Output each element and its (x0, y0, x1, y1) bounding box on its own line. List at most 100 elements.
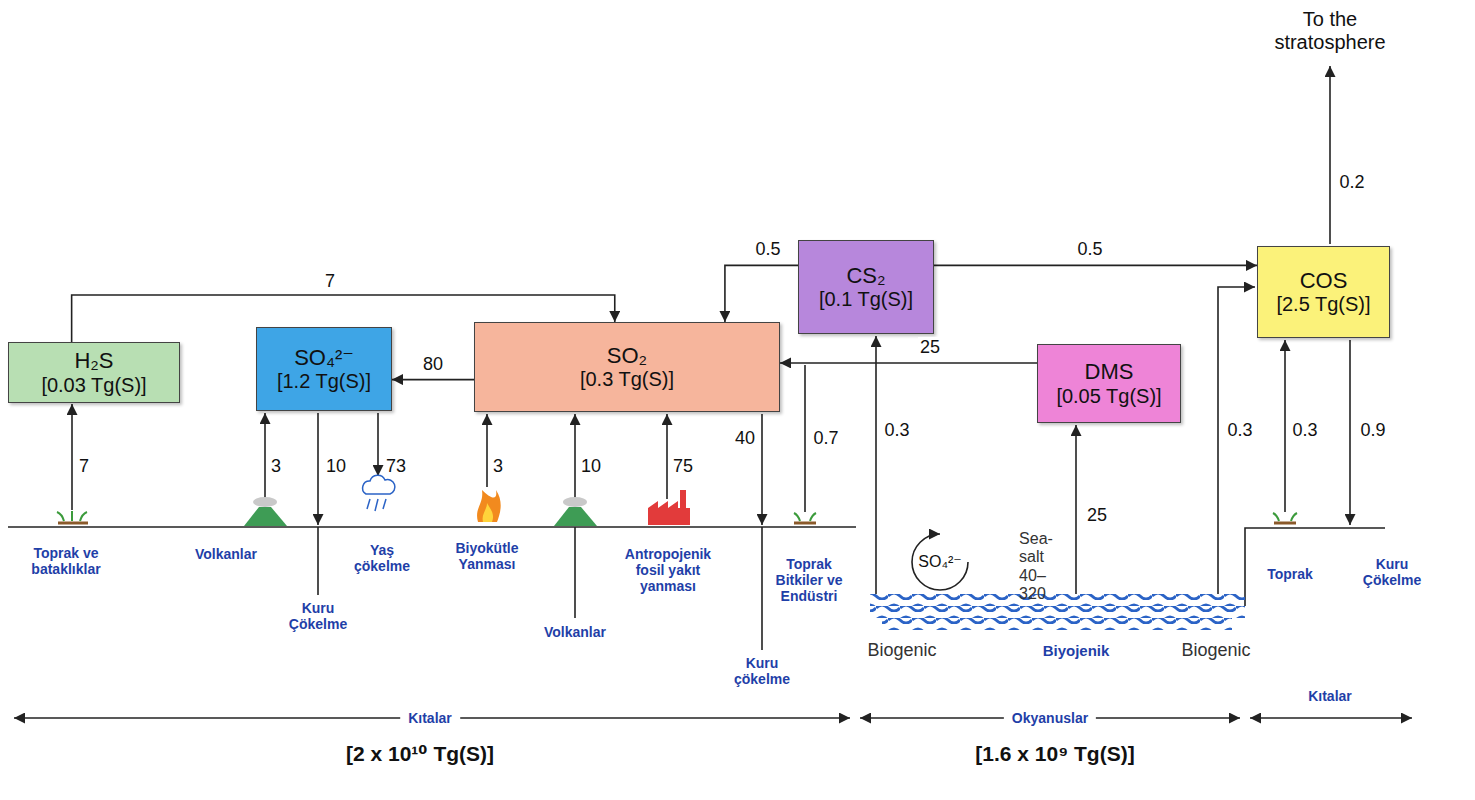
flux-arrow (666, 414, 668, 499)
destination-label: To the stratosphere (1265, 8, 1395, 54)
plant-icon (1273, 513, 1297, 521)
source-label: Biogenic (1181, 640, 1250, 661)
flux-value: 73 (386, 456, 406, 477)
region-label: Kıtalar (400, 709, 460, 727)
flux-connector (934, 265, 1257, 267)
flux-arrow (1218, 287, 1255, 594)
volcano-icon (244, 497, 597, 526)
fire-icon (483, 503, 493, 522)
species-box: H₂S[0.03 Tg(S)] (8, 342, 180, 403)
flux-value: 25 (1087, 505, 1107, 526)
ground-line (1245, 528, 1385, 606)
separator-line (317, 527, 319, 595)
volcano-icon (554, 507, 597, 526)
sink-label: Kuru Çökelme (280, 600, 356, 632)
range-arrows (14, 717, 1412, 719)
flux-value: Sea- salt 40–320 (1019, 530, 1053, 604)
source-label: Toprak (1267, 566, 1313, 582)
soil-icon (58, 522, 88, 525)
flux-arrow (875, 336, 877, 594)
species-name: H₂S (74, 348, 113, 373)
region-label: Kıtalar (1308, 688, 1352, 704)
sink-label: Kuru çökelme (724, 655, 800, 687)
flux-arrows (72, 66, 1350, 594)
rain-lines (367, 499, 386, 511)
flux-connector (725, 265, 798, 322)
sink-label: Kuru Çökelme (1355, 556, 1429, 588)
flux-arrow (1329, 66, 1331, 244)
species-box: CS₂[0.1 Tg(S)] (798, 240, 934, 334)
smoke-cloud (253, 497, 277, 507)
flux-value: 10 (581, 456, 601, 477)
flux-connector (780, 362, 1037, 364)
flux-arrow (1075, 425, 1077, 594)
rain-cloud-icon (363, 475, 395, 511)
factory-icon (648, 490, 690, 525)
flux-value: 80 (421, 354, 445, 375)
flux-arrow (377, 413, 379, 476)
flux-value: 0.5 (753, 239, 782, 260)
species-box: SO₄²⁻[1.2 Tg(S)] (256, 327, 392, 411)
burden-value: [2.5 Tg(S)] (1276, 293, 1370, 316)
ocean-waves (870, 606, 1245, 618)
plant-icon (794, 513, 816, 521)
flux-arrow (317, 413, 319, 525)
flux-connector (392, 379, 474, 381)
reservoir-value: [1.6 x 10⁹ Tg(S)] (975, 742, 1134, 766)
source-label: Biyojenik (1043, 642, 1110, 659)
flux-value: 0.3 (884, 420, 909, 441)
flux-value: 0.3 (1227, 420, 1252, 441)
volcano-icon (244, 507, 287, 526)
factory-chimney (680, 490, 686, 508)
flux-value: 0.7 (813, 428, 838, 449)
species-label: SO₄²⁻ (918, 553, 961, 571)
region-label: Okyanuslar (1004, 709, 1096, 727)
source-label: Volkanlar (195, 546, 257, 562)
flux-value: 7 (323, 271, 337, 292)
plant-icon (57, 511, 87, 521)
ground-line (8, 526, 856, 528)
flux-value: 0.5 (1075, 239, 1104, 260)
fire-icon (477, 490, 501, 522)
reservoir-value: [2 x 10¹⁰ Tg(S)] (346, 742, 494, 766)
species-name: SO₂ (607, 343, 647, 368)
species-box: DMS[0.05 Tg(S)] (1037, 344, 1181, 423)
flux-value: 40 (735, 428, 755, 449)
burden-value: [0.05 Tg(S)] (1056, 385, 1161, 408)
ocean-waves (870, 594, 1245, 630)
flux-value: 0.9 (1360, 420, 1385, 441)
burden-value: [0.03 Tg(S)] (41, 374, 146, 397)
species-box: COS[2.5 Tg(S)] (1257, 246, 1390, 338)
flux-value: 75 (673, 456, 693, 477)
smoke-cloud (563, 497, 587, 507)
flux-line (804, 365, 806, 512)
soil-icon (794, 522, 816, 525)
source-label: Biogenic (867, 640, 936, 661)
flux-arrow (574, 414, 576, 499)
soil-icon (1274, 522, 1296, 525)
burden-value: [0.3 Tg(S)] (580, 368, 674, 391)
flux-value: 25 (918, 337, 942, 358)
burden-value: [0.1 Tg(S)] (819, 288, 913, 311)
flux-value: 3 (493, 456, 503, 477)
flux-arrow (761, 414, 763, 525)
range-arrow (1250, 717, 1412, 719)
separator-line (574, 527, 576, 618)
flux-value: 3 (271, 456, 281, 477)
sink-label: Yaş çökelme (348, 542, 416, 574)
source-label: Biyokütle Yanması (444, 540, 530, 572)
burden-value: [1.2 Tg(S)] (277, 370, 371, 393)
flux-arrow (1349, 340, 1351, 525)
ocean-waves (882, 618, 1232, 630)
flux-arrow (486, 414, 488, 487)
flux-value: 0.2 (1339, 172, 1364, 193)
ground-line (8, 527, 1385, 650)
flux-value: 10 (326, 456, 346, 477)
flux-value: 7 (79, 456, 89, 477)
flux-arrow (1284, 340, 1286, 512)
species-name: COS (1300, 268, 1348, 293)
flux-value: 0.3 (1292, 420, 1317, 441)
species-name: SO₄²⁻ (294, 345, 354, 370)
species-name: DMS (1085, 359, 1134, 384)
flux-arrow (71, 404, 73, 510)
